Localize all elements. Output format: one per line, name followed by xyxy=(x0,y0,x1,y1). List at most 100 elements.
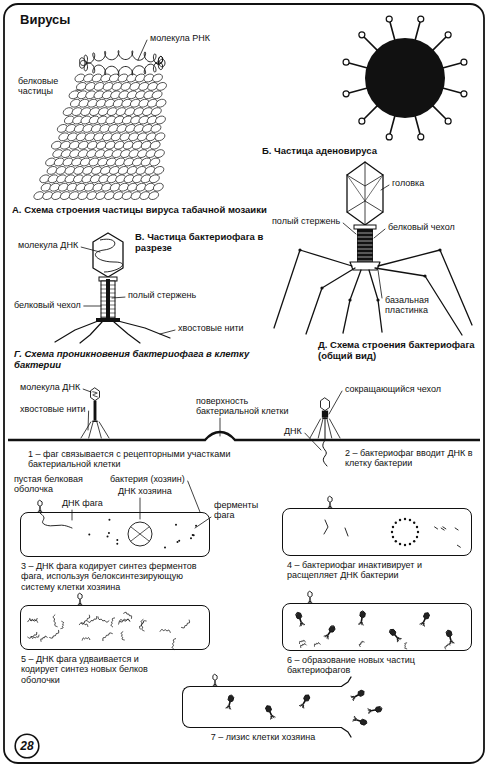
art-path xyxy=(160,330,175,334)
step-caption: 5 – ДНК фага удваивается и кодирует синт… xyxy=(21,654,171,685)
art-path xyxy=(452,641,454,643)
art-path xyxy=(91,388,100,401)
art-circle xyxy=(108,532,110,534)
art-path xyxy=(101,297,106,298)
figure-caption: Б. Частица аденовируса xyxy=(262,146,377,157)
art-circle xyxy=(175,524,177,526)
art-path xyxy=(301,624,302,626)
step-caption: 6 – образование новых частиц бактериофаг… xyxy=(287,655,467,676)
part-label: полый стержень xyxy=(128,290,196,300)
art-path xyxy=(101,305,106,306)
art-path xyxy=(138,40,147,60)
art-circle xyxy=(413,522,415,524)
art-path xyxy=(110,317,115,318)
art-path xyxy=(342,728,351,737)
art-path xyxy=(301,643,307,647)
art-path xyxy=(110,285,115,286)
art-path xyxy=(449,642,451,644)
art-path xyxy=(357,689,366,697)
art-path xyxy=(84,306,101,307)
part-label: белковый чехол xyxy=(388,222,455,232)
art-circle xyxy=(445,32,451,38)
art-ellipse xyxy=(154,131,166,142)
phage-icon xyxy=(446,630,454,645)
art-path xyxy=(325,418,326,440)
art-path xyxy=(213,674,217,680)
art-path xyxy=(83,389,91,392)
art-path xyxy=(119,619,130,624)
adenovirus-particle xyxy=(343,16,467,140)
art-ellipse xyxy=(154,115,166,126)
bacterial-cell: 6 – образование новых частиц бактериофаг… xyxy=(282,603,472,651)
art-circle xyxy=(461,59,467,65)
part-label: 1 – фаг связывается с рецепторными участ… xyxy=(28,449,273,469)
art-path xyxy=(271,716,273,718)
art-path xyxy=(375,706,383,712)
art-rect xyxy=(302,701,305,705)
art-path xyxy=(195,517,211,528)
art-path xyxy=(359,641,364,646)
art-path xyxy=(131,527,149,541)
art-path xyxy=(443,527,446,529)
art-path xyxy=(305,433,321,450)
art-rect xyxy=(329,502,330,505)
art-circle xyxy=(343,91,349,97)
art-path xyxy=(442,63,461,68)
art-path xyxy=(302,705,305,708)
art-circle xyxy=(116,539,118,541)
art-path xyxy=(321,398,330,411)
art-path xyxy=(360,622,361,624)
art-rect xyxy=(371,709,375,711)
art-path xyxy=(55,321,98,342)
part-label: базальная пластинка xyxy=(385,295,440,315)
art-path xyxy=(110,305,115,306)
art-path xyxy=(50,630,59,638)
art-circle xyxy=(386,16,392,22)
cell-contents xyxy=(324,496,460,547)
art-circle xyxy=(416,526,418,528)
art-path xyxy=(390,22,395,41)
art-circle xyxy=(376,298,379,301)
art-circle xyxy=(395,522,397,524)
art-path xyxy=(358,253,372,254)
art-circle xyxy=(392,526,394,528)
art-path xyxy=(95,239,122,272)
part-label: хвостовые нити xyxy=(178,323,244,333)
art-path xyxy=(343,223,356,234)
art-path xyxy=(121,632,124,640)
phage-icon xyxy=(38,500,42,512)
art-path xyxy=(141,620,144,631)
part-label: поверхность бактериальной клетки xyxy=(196,396,302,416)
art-path xyxy=(98,617,109,622)
art-path xyxy=(325,635,327,637)
art-path xyxy=(112,297,125,299)
art-circle xyxy=(343,59,349,65)
art-path xyxy=(455,528,458,530)
art-path xyxy=(274,250,352,328)
art-path xyxy=(110,309,115,310)
art-ellipse xyxy=(151,89,163,100)
art-path xyxy=(227,706,228,708)
art-path xyxy=(358,257,372,258)
art-path xyxy=(110,313,115,314)
phage-icon xyxy=(328,496,332,508)
art-path xyxy=(172,639,176,650)
art-ellipse xyxy=(152,182,164,193)
part-label: белковый чехол xyxy=(14,300,81,310)
art-path xyxy=(295,612,302,620)
art-path xyxy=(188,481,200,512)
art-path xyxy=(93,392,98,397)
art-rect xyxy=(299,619,302,623)
art-rect xyxy=(309,597,310,600)
step-caption: 7 – лизис клетки хозяина xyxy=(183,732,343,742)
art-path xyxy=(53,615,57,627)
part-label: ферменты фага xyxy=(214,500,280,520)
cell-contents xyxy=(38,500,197,548)
art-path xyxy=(415,22,420,41)
art-path xyxy=(220,418,221,436)
art-circle xyxy=(192,534,194,536)
art-path xyxy=(308,591,312,597)
page-number: 28 xyxy=(20,739,33,753)
part-label: хвостовые нити xyxy=(20,404,86,414)
part-label: головка xyxy=(392,178,424,188)
